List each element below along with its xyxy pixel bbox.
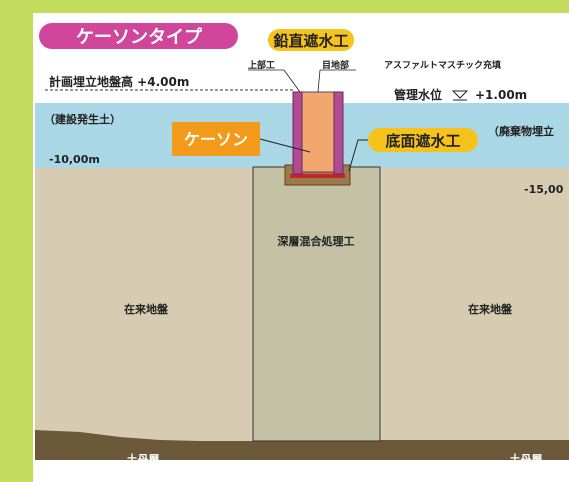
- deep-mixing-column: [252, 166, 381, 442]
- clay-left-label: 土丹層: [127, 452, 160, 466]
- caisson-label: ケーソン: [184, 130, 248, 149]
- bottom-barrier-leader: [348, 139, 368, 172]
- waste-label: （廃棄物埋立: [488, 124, 554, 138]
- clay-right-label: 土丹層: [510, 452, 543, 466]
- title-badge-text: ケーソンタイプ: [76, 26, 203, 48]
- upper-part-leader: [283, 69, 301, 93]
- left-barrier-wall: [292, 91, 303, 175]
- bottom-barrier-sheet: [290, 174, 345, 178]
- asphalt-fill-label: アスファルトマスチック充填: [384, 59, 501, 71]
- depth-left-label: -10,00m: [49, 153, 100, 166]
- bottom-barrier-badge: [368, 128, 478, 152]
- joint-part-label: 目地部: [322, 59, 349, 71]
- water-level-value: +1.00m: [475, 88, 527, 102]
- right-barrier-wall: [333, 91, 344, 175]
- vertical-barrier-label: 鉛直遮水工: [273, 32, 348, 50]
- upper-part-label: 上部工: [248, 59, 275, 71]
- ground-level-label: 計画埋立地盤高 +4.00m: [49, 74, 189, 89]
- ground-right-label: 在来地盤: [468, 302, 513, 316]
- vertical-barrier-badge: [268, 29, 354, 51]
- caisson-body: [299, 91, 337, 173]
- ground-left-label: 在来地盤: [124, 302, 169, 316]
- caisson-label-box: [172, 122, 260, 156]
- clay-layer: [35, 430, 569, 460]
- water-level-triangle-icon: [451, 90, 469, 99]
- caisson-leader: [259, 138, 311, 153]
- deep-mixing-label: 深層混合処理工: [278, 234, 355, 248]
- construction-soil-label: （建設発生土）: [44, 112, 121, 126]
- depth-right-label: -15,00: [524, 183, 564, 196]
- joint-part-leader: [317, 69, 321, 93]
- title-badge: [39, 23, 238, 49]
- bottom-barrier-label: 底面遮水工: [385, 132, 460, 150]
- water-level-label: 管理水位: [394, 87, 442, 102]
